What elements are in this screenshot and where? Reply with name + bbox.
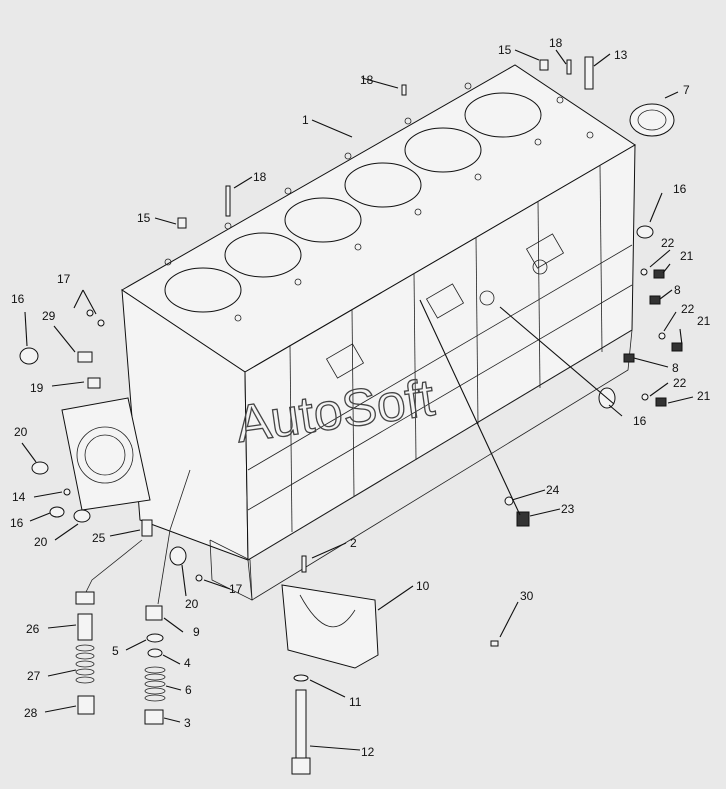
callout-21-middle: 21 — [697, 314, 711, 328]
callout-4: 4 — [184, 656, 191, 670]
callout-16-right-upper: 16 — [673, 182, 687, 196]
callout-3: 3 — [184, 716, 191, 730]
callout-29: 29 — [42, 309, 56, 323]
callout-19: 19 — [30, 381, 44, 395]
main-bearing-cap-part — [281, 584, 379, 669]
callout-5: 5 — [112, 644, 119, 658]
callout-16-right-lower: 16 — [633, 414, 647, 428]
callout-14: 14 — [12, 490, 26, 504]
callout-22-lower: 22 — [673, 376, 687, 390]
seal-ring-part — [629, 103, 675, 137]
callout-20-left: 20 — [14, 425, 28, 439]
callout-20-lower: 20 — [34, 535, 48, 549]
parts — [19, 56, 683, 775]
callout-20-bottom: 20 — [185, 597, 199, 611]
callouts: 1 2 3 4 5 6 7 8 8 9 10 11 12 13 14 15 15… — [10, 36, 711, 759]
callout-25: 25 — [92, 531, 106, 545]
callout-15-left: 15 — [137, 211, 151, 225]
callout-2: 2 — [350, 536, 357, 550]
callout-18-left: 18 — [253, 170, 267, 184]
callout-13: 13 — [614, 48, 628, 62]
callout-18-middle: 18 — [360, 73, 374, 87]
cylinder-bores — [164, 92, 542, 313]
callout-18-top: 18 — [549, 36, 563, 50]
callout-10: 10 — [416, 579, 430, 593]
callout-8-lower: 8 — [672, 361, 679, 375]
callout-8-upper: 8 — [674, 283, 681, 297]
callout-6: 6 — [185, 683, 192, 697]
callout-26: 26 — [26, 622, 40, 636]
callout-16-left-upper: 16 — [11, 292, 25, 306]
cylinder-block — [61, 64, 636, 601]
callout-21-upper: 21 — [680, 249, 694, 263]
callout-22-upper: 22 — [661, 236, 675, 250]
leader-lines — [21, 49, 694, 751]
callout-9: 9 — [193, 625, 200, 639]
callout-17-bottom: 17 — [229, 582, 243, 596]
callout-11: 11 — [349, 695, 362, 709]
callout-17-top: 17 — [57, 272, 71, 286]
callout-24: 24 — [546, 483, 560, 497]
callout-23: 23 — [561, 502, 575, 516]
callout-30: 30 — [520, 589, 534, 603]
callout-1: 1 — [302, 113, 309, 127]
callout-12: 12 — [361, 745, 375, 759]
callout-27: 27 — [27, 669, 41, 683]
callout-22-middle: 22 — [681, 302, 695, 316]
callout-28: 28 — [24, 706, 38, 720]
callout-7: 7 — [683, 83, 690, 97]
callout-15-top: 15 — [498, 43, 512, 57]
callout-21-lower: 21 — [697, 389, 711, 403]
callout-16-left-lower: 16 — [10, 516, 24, 530]
